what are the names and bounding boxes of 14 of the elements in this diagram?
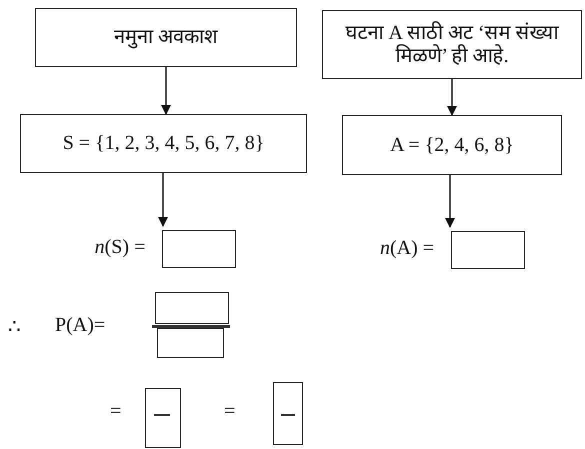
therefore-sign: ∴ (8, 315, 21, 339)
equation-text: n(A) = (366, 227, 448, 269)
equals-sign: = (224, 400, 236, 423)
equation-text: n(S) = (80, 226, 160, 268)
text-box: S = {1, 2, 3, 4, 5, 6, 7, 8} (20, 114, 307, 173)
equals-sign: = (110, 400, 122, 423)
arrow (447, 79, 457, 116)
text-box: नमुना अवकाश (35, 8, 297, 67)
arrow (161, 67, 171, 115)
text-box: A = {2, 4, 6, 8} (342, 115, 562, 175)
arrow (445, 175, 455, 228)
text-box: घटना A साठी अट ‘सम संख्या मिळणे’ ही आहे. (322, 10, 582, 79)
equation-text: P(A)= (55, 314, 106, 337)
arrow (158, 173, 168, 227)
